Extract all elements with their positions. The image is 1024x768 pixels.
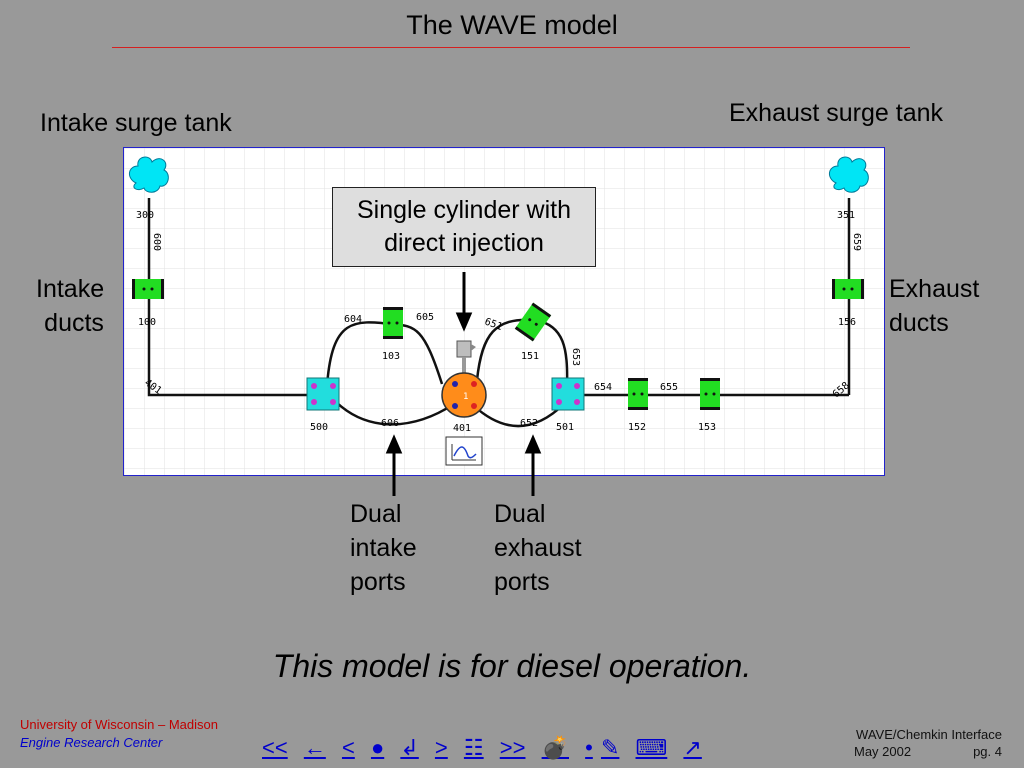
footer-center: Engine Research Center (20, 735, 163, 750)
footer-affiliation: University of Wisconsin – Madison Engine… (20, 716, 218, 752)
label-653: 653 (570, 348, 581, 366)
injector-icon (456, 340, 476, 375)
intake-ducts-line2: ducts (44, 309, 104, 337)
label-300: 300 (136, 210, 154, 221)
label-100: 100 (138, 317, 156, 328)
slide-navigation: << ← < ● ↲ > ☷ >> 💣 • ✎ ⌨ ↗ (262, 735, 712, 761)
dual-intake-line2: intake (350, 534, 417, 562)
nav-dot-button[interactable]: ● (370, 735, 385, 760)
footer-document-info: WAVE/Chemkin Interface May 2002 pg. 4 (820, 726, 1002, 760)
duct-156-icon (832, 279, 864, 299)
nav-bomb-icon[interactable]: 💣 (541, 735, 569, 760)
label-600: 600 (151, 233, 162, 251)
label-500: 500 (310, 422, 328, 433)
label-652: 652 (520, 418, 538, 429)
junction-501-icon (551, 377, 585, 411)
footer-doc-title: WAVE/Chemkin Interface (856, 727, 1002, 742)
label-151: 151 (521, 351, 539, 362)
cylinder-401-icon: 1 (441, 372, 487, 418)
duct-152-icon (628, 378, 648, 410)
dual-exhaust-line3: ports (494, 568, 550, 596)
dual-intake-line3: ports (350, 568, 406, 596)
label-604: 604 (344, 314, 362, 325)
pipe-intake-main (147, 198, 321, 397)
footer-university: University of Wisconsin – Madison (20, 717, 218, 732)
nav-index-button[interactable]: ☷ (463, 735, 484, 760)
callout-single-cylinder: Single cylinder with direct injection (332, 187, 596, 267)
dual-intake-line1: Dual (350, 500, 402, 528)
label-659: 659 (851, 233, 862, 251)
label-606: 606 (381, 418, 399, 429)
slide-title: The WAVE model (406, 10, 618, 40)
footer-date-page-row: May 2002 pg. 4 (820, 743, 1002, 760)
duct-103-icon (383, 307, 403, 339)
label-153: 153 (698, 422, 716, 433)
label-156: 156 (838, 317, 856, 328)
exhaust-ducts-line2: ducts (889, 309, 949, 337)
nav-prev-button[interactable]: < (341, 735, 355, 760)
callout-line2: direct injection (384, 229, 544, 257)
label-401: 401 (453, 423, 471, 434)
label-103: 103 (382, 351, 400, 362)
intake-surge-tank-label: Intake surge tank (40, 109, 232, 137)
nav-first-button[interactable]: << (262, 735, 288, 760)
label-655: 655 (660, 382, 678, 393)
footer-date: May 2002 (854, 744, 912, 759)
dual-exhaust-line2: exhaust (494, 534, 582, 562)
dual-intake-ports-label: Dual intake ports (350, 497, 417, 599)
intake-ducts-label: Intake ducts (36, 272, 104, 340)
label-605: 605 (416, 312, 434, 323)
duct-100-icon (132, 279, 164, 299)
exhaust-ducts-line1: Exhaust (889, 275, 980, 303)
exhaust-ducts-label: Exhaust ducts (889, 272, 979, 340)
title-underline (112, 47, 910, 48)
intake-ducts-line1: Intake (36, 275, 105, 303)
nav-next-button[interactable]: > (434, 735, 448, 760)
nav-last-button[interactable]: >> (499, 735, 526, 760)
monitor-icon (445, 436, 483, 466)
duct-153-icon (700, 378, 720, 410)
nav-exit-icon[interactable]: ↗ (683, 735, 702, 760)
svg-text:1: 1 (463, 392, 468, 402)
duct-151-icon (514, 302, 552, 342)
pipe-606 (335, 401, 455, 426)
footer-page-number: pg. 4 (973, 744, 1002, 759)
label-654: 654 (594, 382, 612, 393)
junction-500-icon (306, 377, 340, 411)
label-351: 351 (837, 210, 855, 221)
caption: This model is for diesel operation. (272, 648, 752, 684)
pipe-652 (473, 403, 565, 428)
callout-line1: Single cylinder with (357, 196, 571, 224)
nav-bullet-button[interactable]: • (585, 735, 593, 760)
dual-exhaust-line1: Dual (494, 500, 546, 528)
label-501: 501 (556, 422, 574, 433)
dual-exhaust-ports-label: Dual exhaust ports (494, 497, 582, 599)
nav-keyboard-icon[interactable]: ⌨ (635, 735, 668, 760)
nav-back-arrow-button[interactable]: ← (303, 735, 326, 760)
nav-return-button[interactable]: ↲ (400, 735, 419, 760)
nav-pencil-icon[interactable]: ✎ (600, 735, 620, 760)
label-152: 152 (628, 422, 646, 433)
exhaust-surge-tank-label: Exhaust surge tank (729, 99, 944, 127)
intake-surge-tank-icon (129, 156, 169, 193)
exhaust-surge-tank-icon (829, 156, 869, 193)
